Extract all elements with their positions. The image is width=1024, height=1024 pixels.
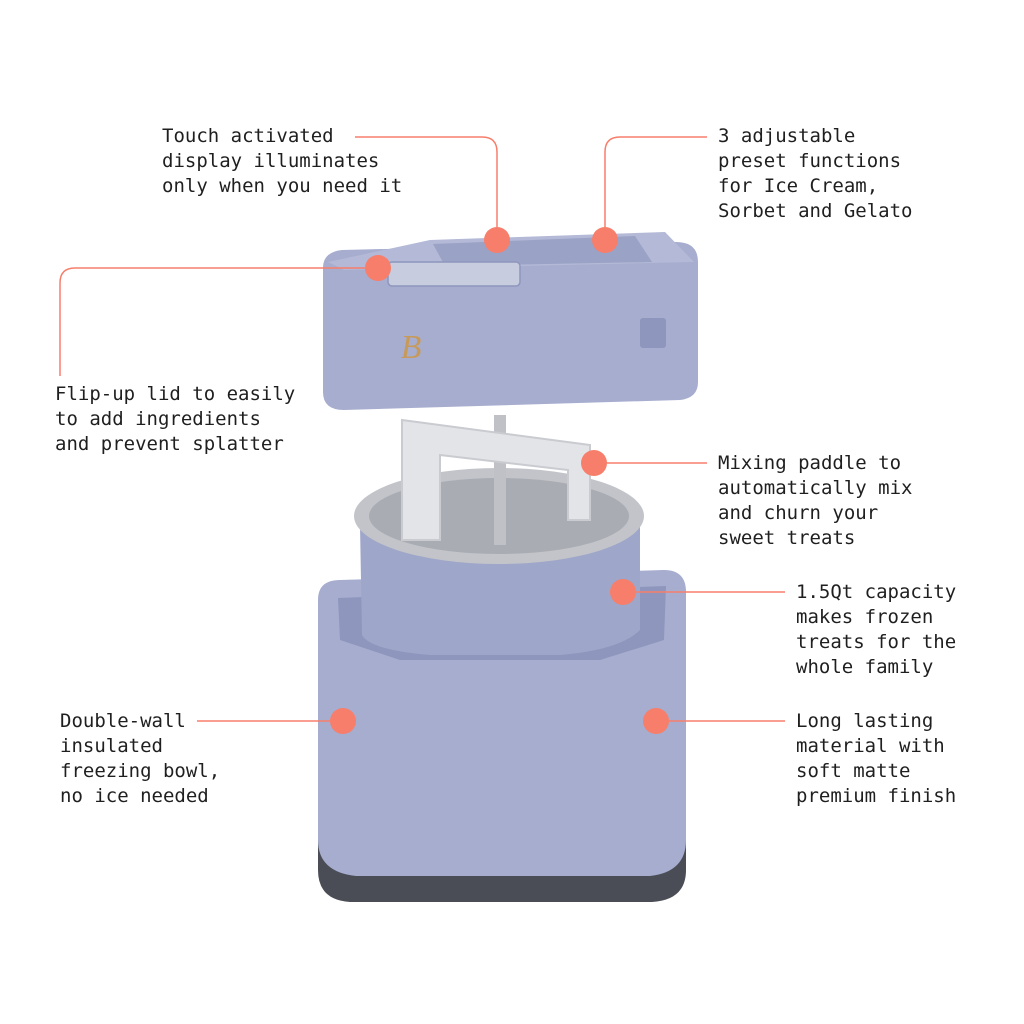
callout-capacity: 1.5Qt capacity makes frozen treats for t…	[796, 580, 956, 680]
callout-double-wall-bowl: Double-wall insulated freezing bowl, no …	[60, 709, 220, 809]
callout-line: automatically mix	[718, 477, 913, 499]
marker-paddle	[581, 450, 607, 476]
callout-touch-display: Touch activated display illuminates only…	[162, 124, 402, 199]
callout-line: Flip-up lid to easily	[55, 383, 296, 405]
lid: B	[323, 232, 698, 410]
leader-touch	[355, 136, 498, 238]
callout-long-lasting-material: Long lasting material with soft matte pr…	[796, 709, 956, 809]
marker-flip	[365, 255, 391, 281]
callout-line: only when you need it	[162, 175, 403, 197]
callout-line: freezing bowl,	[60, 760, 221, 782]
callout-line: Mixing paddle to	[718, 452, 902, 474]
callout-markers	[330, 227, 669, 734]
callout-line: material with	[796, 735, 945, 757]
leader-preset	[604, 136, 707, 238]
callout-line: Long lasting	[796, 710, 934, 732]
callout-line: display illuminates	[162, 150, 380, 172]
marker-capacity	[610, 579, 636, 605]
callout-mixing-paddle: Mixing paddle to automatically mix and c…	[718, 451, 912, 551]
leader-lines	[59, 136, 785, 722]
marker-touch	[484, 227, 510, 253]
callout-line: Sorbet and Gelato	[718, 200, 913, 222]
callout-line: 1.5Qt capacity	[796, 581, 957, 603]
callout-line: 3 adjustable	[718, 125, 856, 147]
callout-line: no ice needed	[60, 785, 209, 807]
callout-line: to add ingredients	[55, 408, 261, 430]
callout-line: whole family	[796, 656, 934, 678]
callout-line: Double-wall	[60, 710, 186, 732]
marker-lasting	[643, 708, 669, 734]
callout-line: and prevent splatter	[55, 433, 284, 455]
callout-line: premium finish	[796, 785, 957, 807]
brand-logo: B	[401, 329, 422, 366]
callout-line: preset functions	[718, 150, 902, 172]
display-window	[387, 261, 521, 287]
side-vent	[640, 318, 666, 348]
callout-preset-functions: 3 adjustable preset functions for Ice Cr…	[718, 124, 912, 224]
callout-flip-up-lid: Flip-up lid to easily to add ingredients…	[55, 382, 295, 457]
callout-line: for Ice Cream,	[718, 175, 879, 197]
callout-line: treats for the	[796, 631, 957, 653]
leader-flip	[59, 267, 378, 376]
callout-line: soft matte	[796, 760, 911, 782]
callout-line: sweet treats	[718, 527, 856, 549]
callout-line: insulated	[60, 735, 163, 757]
marker-double	[330, 708, 356, 734]
callout-line: Touch activated	[162, 125, 334, 147]
marker-preset	[592, 227, 618, 253]
callout-line: and churn your	[718, 502, 879, 524]
callout-line: makes frozen	[796, 606, 934, 628]
